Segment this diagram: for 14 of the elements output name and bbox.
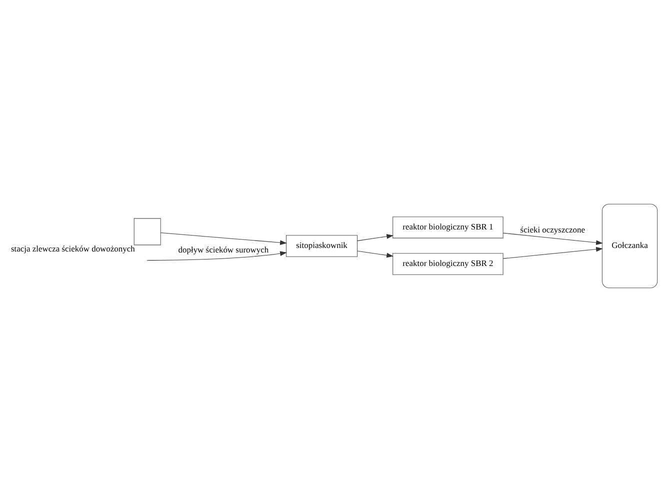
arrow [356,250,394,258]
node-box: sitopiaskownik [286,234,358,256]
node-box [133,218,160,245]
node-box: reaktor biologiczny SBR 2 [392,252,503,274]
edge-label: dopływ ścieków surowych [178,244,268,254]
node-box: Gołczanka [601,203,658,288]
arrow [502,232,602,244]
node-box: reaktor biologiczny SBR 1 [392,216,503,238]
arrow [147,250,286,260]
arrow [502,246,602,258]
edge-label: ścieki oczyszczone [520,224,584,234]
arrow [160,232,286,245]
node-label: stacja zlewcza ścieków dowożonych [10,243,134,254]
arrow [356,234,394,241]
